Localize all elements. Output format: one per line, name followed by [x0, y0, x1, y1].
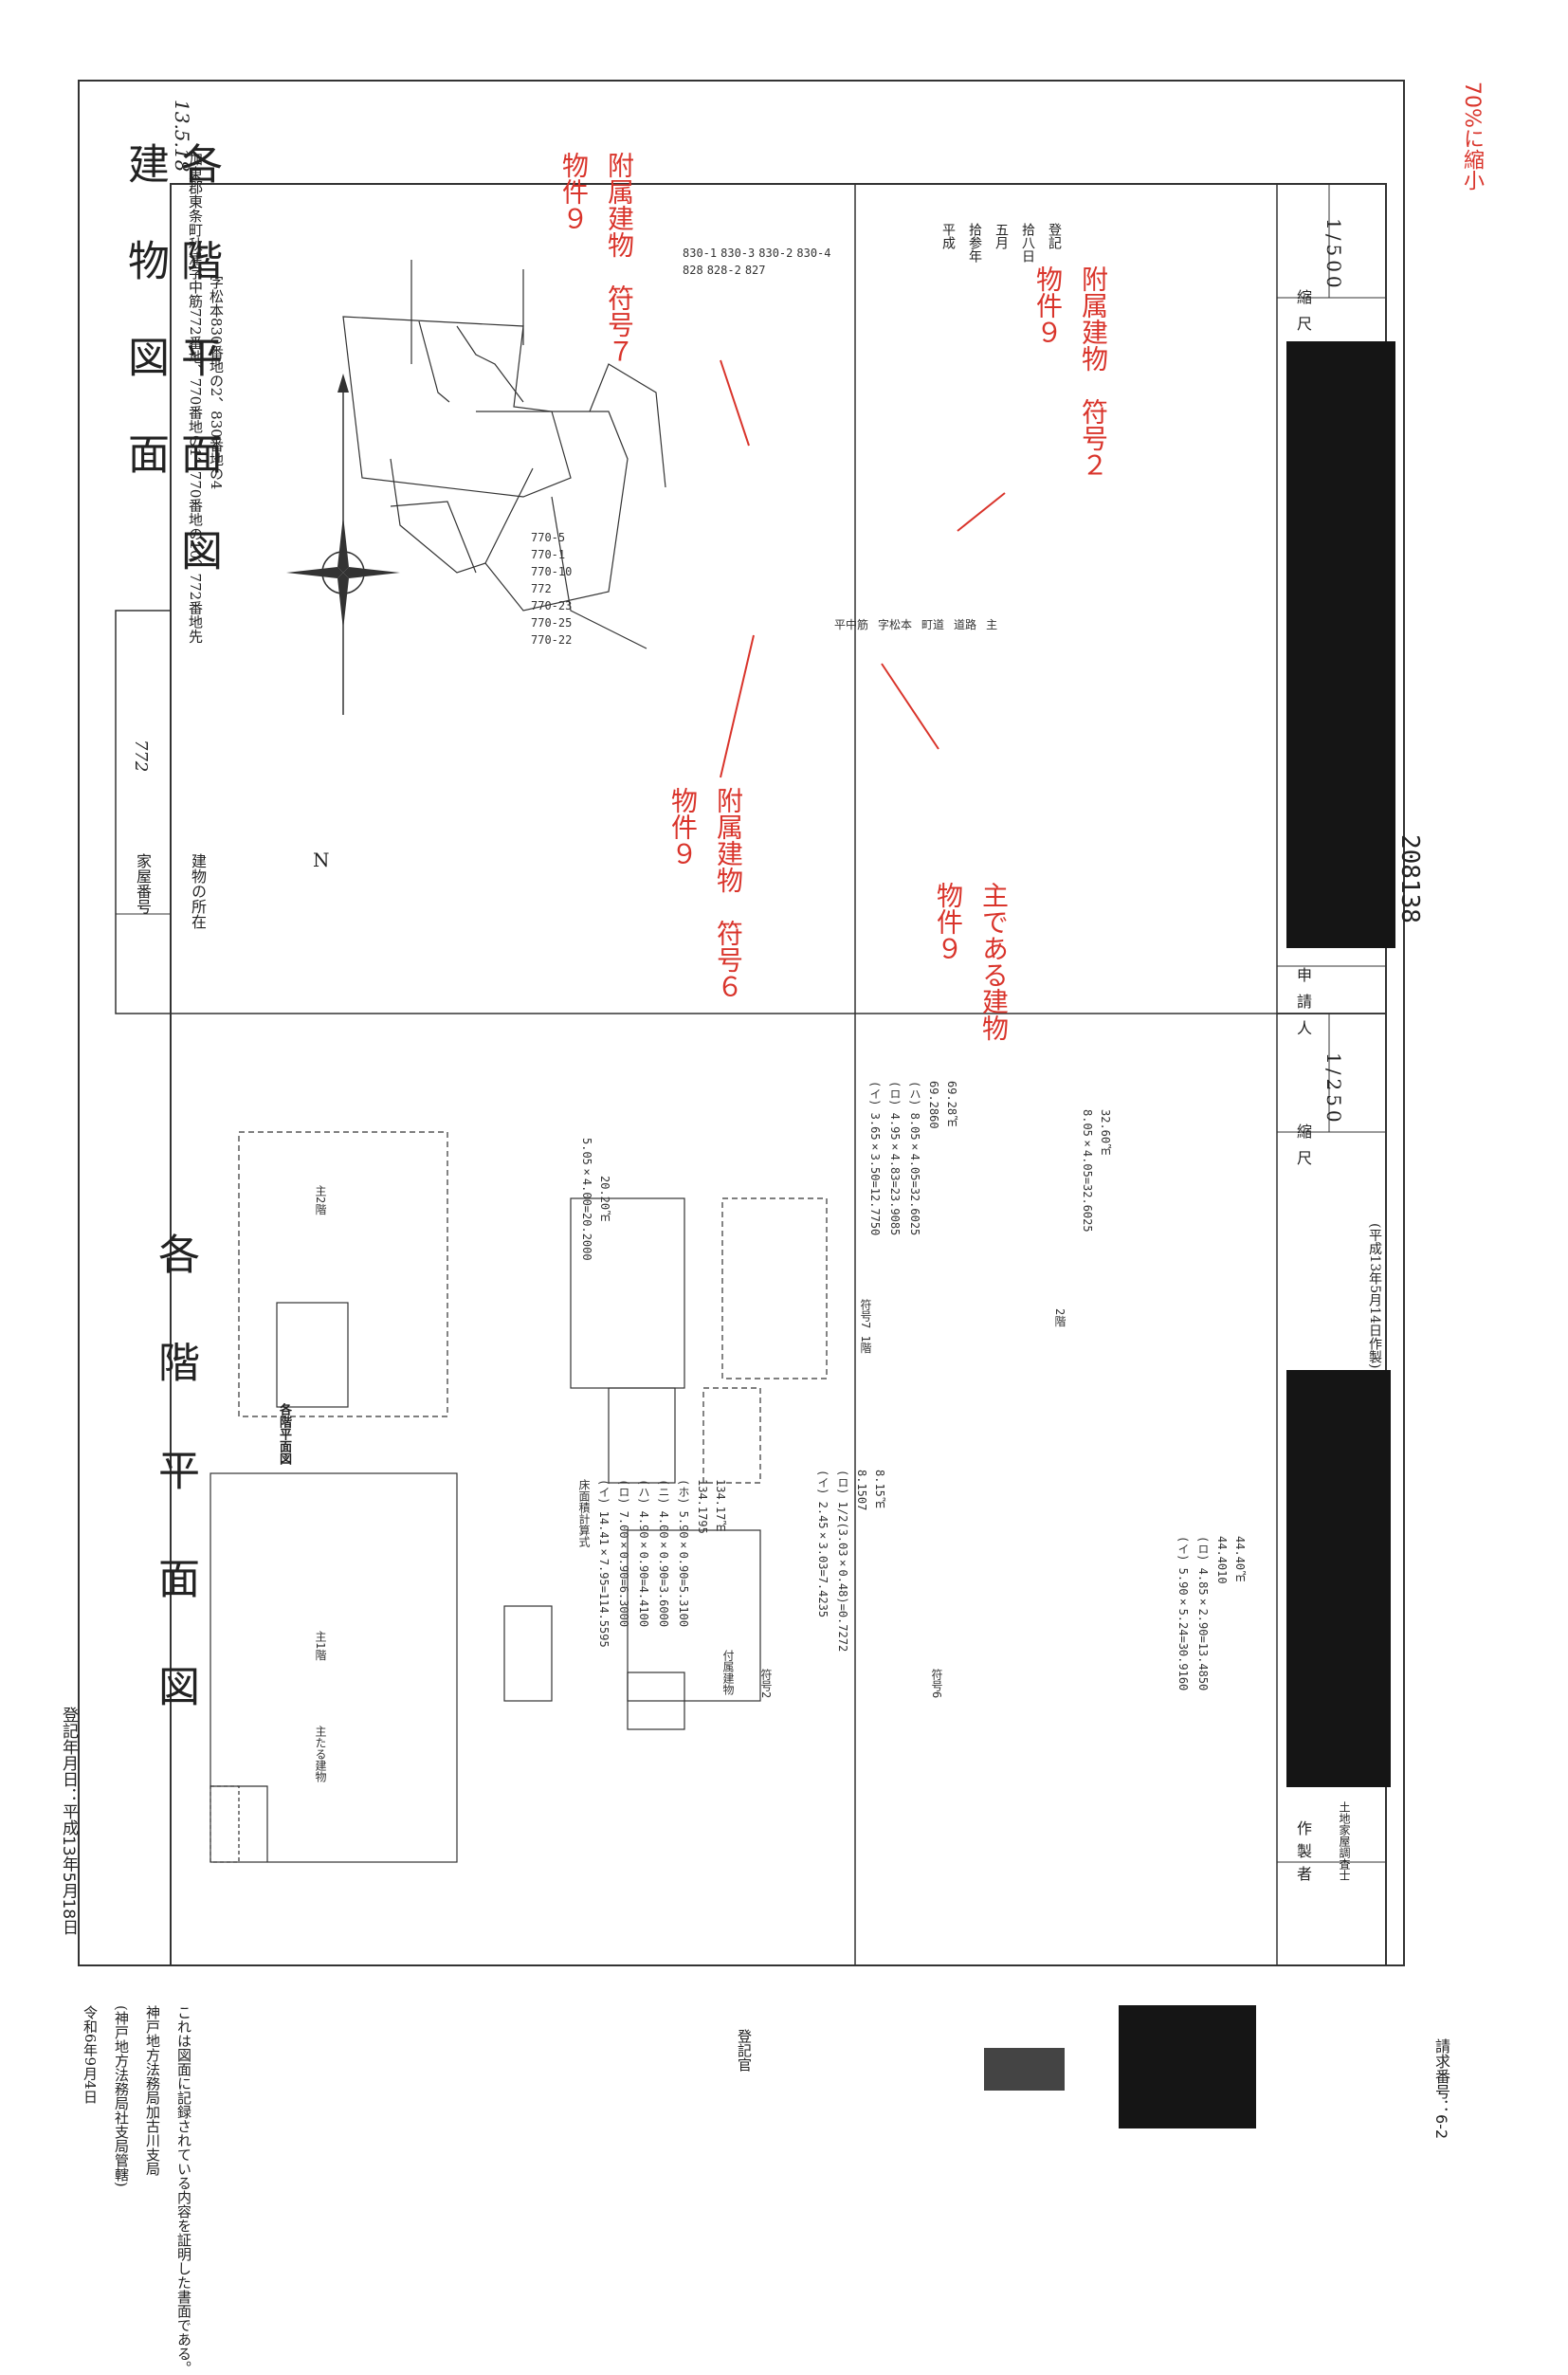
main1f-calc: 床面積計算式 (イ) 14.41×7.95=114.5595 (ロ) 7.00×…: [577, 1479, 727, 1648]
house-no-label: 家屋番号: [134, 853, 152, 914]
title-top-2: 各 階 平 面 図: [173, 142, 222, 592]
redaction-seal: [1119, 2005, 1256, 2128]
title-bottom: 各 階 平 面 図: [151, 1233, 199, 1733]
location-line2: 字松本830番地の2、830番地の4: [208, 275, 225, 490]
annotation-obj2: 物件９ 附属建物 符号２: [1032, 265, 1109, 478]
site-plan: [342, 260, 666, 649]
drawing-svg: [115, 183, 1387, 1966]
main2f-title: 主2階: [314, 1185, 327, 1215]
title-top-1: 建 物 図 面: [120, 142, 169, 495]
sym2-title: 符号2: [759, 1669, 773, 1699]
main2f-calc: 5.05×4.00=20.2000: [580, 1138, 593, 1261]
sym2-calc: (イ) 2.45×3.03=7.4235 (ロ) 1/2(3.03×0.48)=…: [816, 1470, 886, 1653]
scale-label-top: 縮尺: [1294, 289, 1312, 342]
date-top-right: 13.5.18: [171, 100, 193, 173]
sym7-title: 符号7 1階: [859, 1299, 872, 1354]
survey-names: 平中筋 字松本 町道 道路 主: [834, 618, 998, 631]
applicant-label: 申請人: [1294, 967, 1312, 1047]
compass-rose: [286, 374, 400, 715]
scale-top: 1/500: [1322, 218, 1345, 292]
scale-bottom: 1/250: [1322, 1052, 1345, 1126]
sym6-calc: (イ) 5.90×5.24=30.9160 (ロ) 4.85×2.90=13.4…: [1176, 1536, 1247, 1691]
main2f-area: 20.20㎡: [598, 1176, 611, 1222]
house-no-value: 772: [131, 740, 151, 773]
floor-plan-label: 各階平面図: [277, 1403, 291, 1465]
maker-role: 土地家屋調査士: [1338, 1801, 1351, 1881]
shrink-note: 70%に縮小: [1460, 82, 1484, 191]
sym7-2f-calc: 8.05×4.05=32.6025 32.60㎡: [1081, 1109, 1112, 1233]
certification-block: 令和6年9月4日 (神戸地方法務局社支局管轄) 神戸地方法務局加古川支局 これは…: [82, 2005, 192, 2375]
prep-date: (平成13年5月14日作製): [1367, 1223, 1382, 1369]
redaction-maker: [1286, 1370, 1391, 1787]
location-label: 建物の所在: [189, 853, 207, 929]
north-label: N: [313, 849, 330, 871]
annotation-obj6: 物件９ 附属建物 符号６: [667, 787, 744, 999]
main1f-title: 主1階: [314, 1631, 327, 1661]
doc-number: 208138: [1395, 834, 1424, 923]
redaction-mark: [984, 2048, 1065, 2091]
redaction-applicant: [1286, 341, 1395, 948]
sym7-calc: (イ) 3.65×3.50=12.7750 (ロ) 4.95×4.83=23.9…: [868, 1081, 958, 1236]
survey-parcels: 770-5 770-1 770-10 772 770-23 770-25 770…: [531, 531, 573, 647]
main-label: 主たる建物: [314, 1726, 327, 1782]
annotation-obj7: 物件９ 附属建物 符号７: [558, 152, 635, 364]
scale-label-bottom: 縮尺: [1294, 1124, 1312, 1177]
registry-stamp: 平成 拾参年 五月 拾八日 登記: [940, 223, 1062, 263]
sym6-title: 符号6: [930, 1669, 943, 1699]
survey-labels: 830-1 830-3 830-2 830-4 828 828-2 827: [683, 247, 831, 277]
annotation-leaders: [720, 359, 1006, 778]
annotation-main: 物件９ 主である建物: [933, 882, 1010, 1041]
registration-date: 登記年月日：平成13年5月18日: [59, 1707, 78, 1936]
floor-plans: [210, 1131, 828, 1863]
maker-label: 作製者: [1294, 1820, 1312, 1889]
location-line1: 加東郡東条町秋津字中筋772番地、770番地の1、770番地の10、772番地先: [187, 152, 204, 644]
request-number: 請求番号：6-2: [1432, 2038, 1450, 2140]
sym7-2f: 2階: [1053, 1308, 1067, 1327]
registrar-label: 登記官: [736, 2029, 753, 2072]
annex-label: 付属建物: [721, 1650, 735, 1695]
